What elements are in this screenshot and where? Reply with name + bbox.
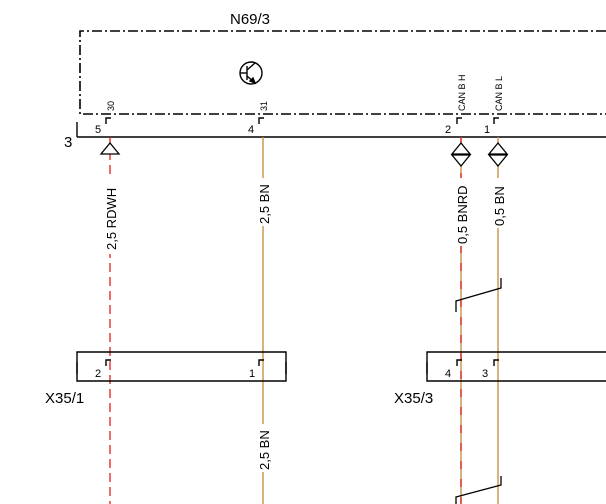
twisted-pair-marker [455,278,502,504]
wire-label: 0,5 BN [492,186,507,226]
component-pin-number: 1 [484,124,490,136]
connector-name: X35/3 [394,390,433,407]
pin-function-label: CAN B L [494,76,504,111]
pin-function-label: 31 [259,101,269,111]
pin-function-label: CAN B H [457,74,467,111]
terminal-arrow-icon [99,141,121,155]
connector-name: X35/1 [45,390,84,407]
component-pin-number: 2 [445,124,451,136]
connector-x35-3 [426,351,606,382]
connector-x35-1 [76,351,287,382]
component-name: N69/3 [230,11,270,28]
connector-pin-number: 4 [445,368,451,380]
wire-label: 2,5 RDWH [104,188,119,250]
transistor-icon [239,61,263,85]
component-connector-id: 3 [64,134,72,151]
pin-function-label: 30 [106,101,116,111]
component-terminals [105,117,499,124]
connector-pin-number: 2 [95,368,101,380]
wire-label: 0,5 BNRD [455,185,470,244]
component-pin-number: 5 [95,124,101,136]
connector-pin-number: 1 [249,368,255,380]
connector-pin-number: 3 [482,368,488,380]
bidirectional-arrow-icon [487,141,509,168]
wire-label: 2,5 BN [257,430,272,470]
component-housing [79,30,606,115]
component-pin-number: 4 [248,124,254,136]
bidirectional-arrow-icon [450,141,472,168]
wire-label: 2,5 BN [257,184,272,224]
